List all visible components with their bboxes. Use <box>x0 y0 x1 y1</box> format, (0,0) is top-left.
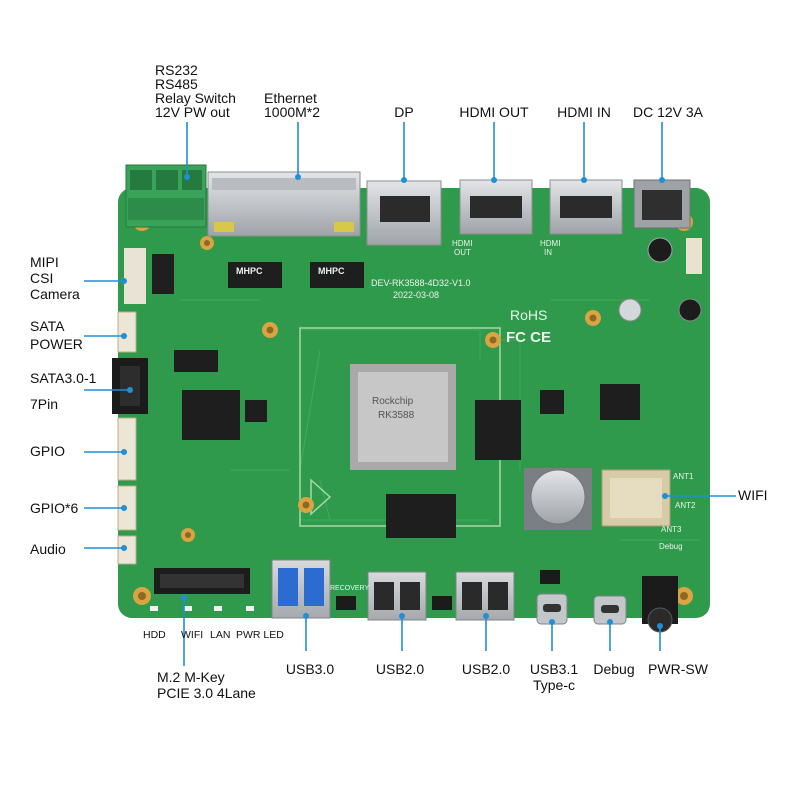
label-ethernet-speed: 1000M*2 <box>264 104 321 120</box>
label-audio: Audio <box>30 541 66 557</box>
label-rs232: RS232 <box>155 62 198 78</box>
label-hdd: HDD <box>143 629 166 641</box>
label-rs485: RS485 <box>155 76 198 92</box>
recovery-buttons <box>336 570 560 610</box>
label-sata3-2: 7Pin <box>30 396 59 412</box>
label-usb31-2: Type-c <box>532 677 576 693</box>
hdmi-in-silk-2: IN <box>544 248 552 257</box>
label-usb30: USB3.0 <box>285 661 335 677</box>
board-date-silk: 2022-03-08 <box>393 290 439 300</box>
ic-chips <box>174 350 640 538</box>
wifi-module <box>601 469 671 527</box>
dp-connector <box>366 180 442 246</box>
power-switch <box>642 576 678 633</box>
label-pw-out: 12V PW out <box>155 104 230 120</box>
soc-brand-text: Rockchip <box>372 396 414 407</box>
label-pwr-led: PWR LED <box>236 629 284 641</box>
transformer-label-2: MHPC <box>318 266 345 276</box>
label-sata-power-2: POWER <box>30 336 83 352</box>
usb3-port <box>271 559 331 619</box>
capacitors <box>618 237 702 322</box>
label-mipi-2: CSI <box>30 270 54 286</box>
label-led-lan: LAN <box>210 629 231 641</box>
terminal-block <box>125 164 207 228</box>
label-relay-switch: Relay Switch <box>155 90 236 106</box>
rohs-silk: RoHS <box>510 307 547 323</box>
label-pwr-sw: PWR-SW <box>648 661 708 677</box>
hdmi-in-connector <box>549 179 623 235</box>
label-hdmi-out: HDMI OUT <box>459 104 529 120</box>
ant3-silk: ANT3 <box>661 525 682 534</box>
label-gpio6: GPIO*6 <box>30 500 79 516</box>
board-name-silk: DEV-RK3588-4D32-V1.0 <box>371 278 471 288</box>
label-led-wifi: WIFI <box>181 629 204 641</box>
label-usb31-1: USB3.1 <box>529 661 579 677</box>
recovery-silk: RECOVERY <box>330 585 369 592</box>
ant2-silk: ANT2 <box>675 501 696 510</box>
label-usb20-b: USB2.0 <box>461 661 511 677</box>
hdmi-out-silk-2: OUT <box>454 248 471 257</box>
fcc-ce-silk: FC CE <box>506 329 551 346</box>
label-wifi: WIFI <box>738 487 768 503</box>
label-debug: Debug <box>593 661 635 677</box>
label-m2-1: M.2 M-Key <box>157 669 225 685</box>
label-m2-2: PCIE 3.0 4Lane <box>157 685 256 701</box>
label-dc-power: DC 12V 3A <box>632 104 704 120</box>
label-sata-power-1: SATA <box>30 318 65 334</box>
transformer-label-1: MHPC <box>236 266 263 276</box>
label-gpio: GPIO <box>30 443 66 459</box>
soc-chip <box>350 364 456 470</box>
debug-silk: Debug <box>659 542 683 551</box>
leader-dots <box>121 174 668 629</box>
hdmi-out-silk-1: HDMI <box>452 239 472 248</box>
label-mipi-1: MIPI <box>30 254 59 270</box>
soc-model-text: RK3588 <box>378 410 415 421</box>
label-mipi-3: Camera <box>30 286 80 302</box>
lan-transformers <box>228 262 364 288</box>
ethernet-jack <box>207 171 361 237</box>
dc-jack <box>633 179 691 229</box>
hdmi-out-connector <box>459 179 533 235</box>
hdmi-in-silk-1: HDMI <box>540 239 560 248</box>
status-leds <box>150 606 254 611</box>
left-headers <box>117 311 137 565</box>
label-dp: DP <box>394 104 414 120</box>
label-hdmi-in: HDMI IN <box>557 104 611 120</box>
coin-battery <box>524 468 592 530</box>
usb2-port-a <box>367 571 427 621</box>
usb2-port-b <box>455 571 515 621</box>
label-ethernet: Ethernet <box>264 90 317 106</box>
m2-slot <box>154 568 250 594</box>
ant1-silk: ANT1 <box>673 472 694 481</box>
leader-lines <box>84 122 736 666</box>
label-sata3-1: SATA3.0-1 <box>30 370 97 386</box>
label-usb20-a: USB2.0 <box>375 661 425 677</box>
mipi-connector <box>124 248 146 304</box>
